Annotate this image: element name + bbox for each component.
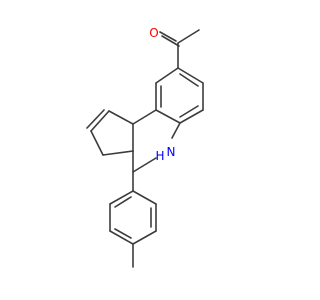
bond-ring-d-4 (109, 230, 134, 245)
bond-ring-a-4 (155, 109, 181, 124)
bond-ring-d-double-2 (114, 228, 132, 239)
bond-ring-d-1 (132, 190, 157, 205)
bond-methyl-carbonyl (177, 29, 200, 44)
bond-ring-c-1 (108, 110, 134, 125)
bond-ring-b-2 (132, 157, 157, 173)
atom-labels: O N H (149, 26, 175, 163)
bond-ring-c-4 (102, 150, 134, 156)
bond-ring-d-6 (109, 190, 134, 205)
bond-ring-a-6 (155, 67, 179, 84)
bond-ring-d-double-3 (114, 196, 132, 208)
bond-ring-c-2 (90, 110, 110, 132)
bond-carbonyl-double-b (161, 35, 180, 47)
nitrogen-hydrogen-label: H (155, 149, 164, 163)
bond-ring-d-3 (132, 230, 157, 245)
bond-ring-b-5 (132, 109, 157, 125)
chemical-structure: O N H (86, 26, 204, 268)
bond-ring-a-1 (177, 67, 204, 84)
oxygen-atom-label: O (149, 26, 158, 40)
bond-lines (86, 29, 204, 268)
bond-ring-b-1 (171, 122, 181, 139)
nitrogen-atom-label: N (167, 145, 176, 159)
bond-ring-c-double (86, 109, 105, 129)
bond-carbonyl-double-a (159, 31, 177, 42)
bond-ring-a-double-1 (179, 73, 199, 87)
bond-ring-a-double-2 (179, 105, 199, 118)
bond-ring-c-3 (90, 130, 104, 156)
bond-ring-a-3 (179, 109, 204, 124)
